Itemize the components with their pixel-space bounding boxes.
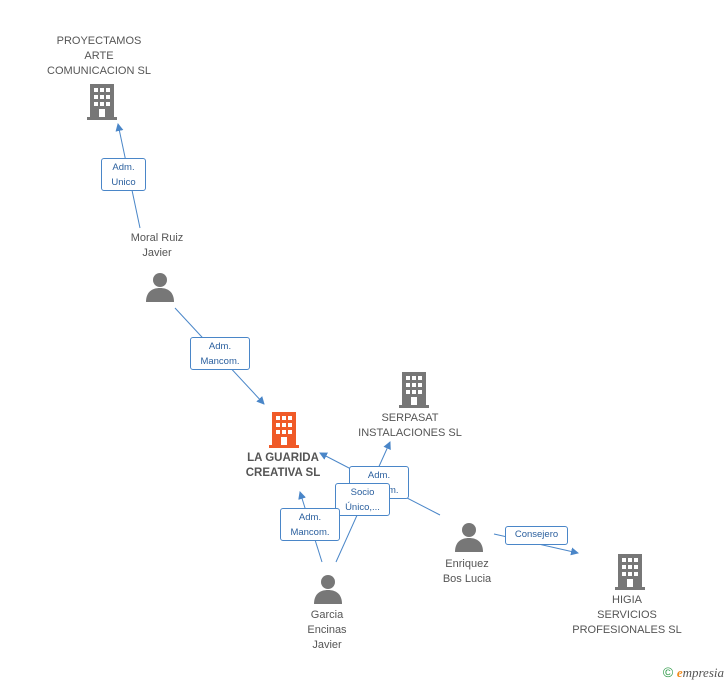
- building-icon[interactable]: [268, 412, 300, 448]
- person-icon[interactable]: [145, 272, 175, 302]
- node-label-guarida[interactable]: LA GUARIDA CREATIVA SL: [245, 452, 321, 479]
- node-label-serpasat[interactable]: SERPASAT INSTALACIONES SL: [358, 412, 462, 439]
- footer-brand[interactable]: © empresia: [663, 664, 724, 681]
- person-icon[interactable]: [313, 574, 343, 604]
- node-label-proyectamos[interactable]: PROYECTAMOS ARTE COMUNICACION SL: [47, 35, 151, 77]
- edge-badge-adm-unico[interactable]: Adm. Unico: [101, 158, 146, 191]
- building-icon[interactable]: [614, 554, 646, 590]
- edge-badge-consejero[interactable]: Consejero: [505, 526, 568, 545]
- node-label-higia[interactable]: HIGIA SERVICIOS PROFESIONALES SL: [572, 594, 682, 636]
- edge-badge-adm-mancom[interactable]: Adm. Mancom.: [190, 337, 250, 370]
- node-label-moral[interactable]: Moral Ruiz Javier: [130, 232, 184, 259]
- edge-badge-adm-mancom[interactable]: Adm. Mancom.: [280, 508, 340, 541]
- person-icon[interactable]: [454, 522, 484, 552]
- brand-logo: empresia: [676, 665, 724, 680]
- building-icon[interactable]: [86, 84, 118, 120]
- node-label-garcia[interactable]: Garcia Encinas Javier: [307, 609, 347, 651]
- building-icon[interactable]: [398, 372, 430, 408]
- copyright-icon: ©: [662, 664, 674, 680]
- edge-badge-socio-unico[interactable]: Socio Único,...: [335, 483, 390, 516]
- node-label-enriquez[interactable]: Enriquez Bos Lucia: [442, 558, 492, 585]
